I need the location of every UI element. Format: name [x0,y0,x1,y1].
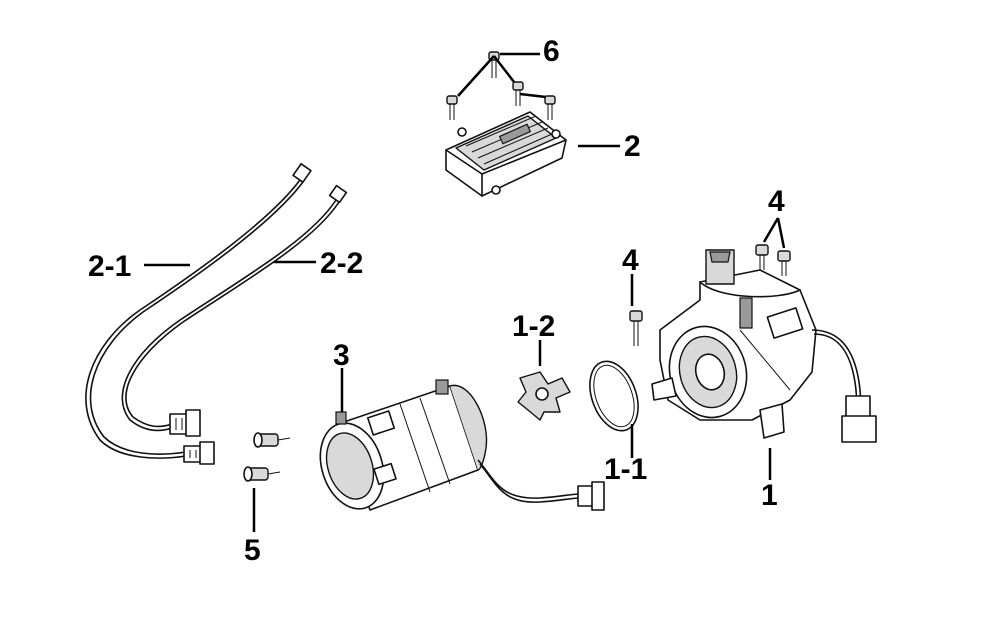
label-harness-2-2: 2-2 [320,247,363,280]
coupler [517,340,571,421]
label-coupler: 1-2 [512,310,555,343]
label-harness-2-1: 2-1 [88,250,131,283]
gear-unit [651,249,877,480]
wire-harness-2-1 [85,163,312,465]
electric-motor [319,368,605,511]
ecu-module [445,111,620,197]
label-ecu-bolts: 6 [543,35,560,68]
label-grommets: 5 [244,534,261,567]
grommets [243,432,291,532]
label-motor: 3 [333,339,350,372]
wire-harness-2-2 [121,184,348,437]
gear-unit-bolts [629,217,791,346]
o-ring [589,360,639,458]
label-bolt-single: 4 [622,244,639,277]
label-ecu: 2 [624,130,641,163]
label-gear-unit: 1 [761,479,778,512]
ecu-bolts [446,51,556,120]
label-o-ring: 1-1 [604,453,647,486]
label-bolt-pair: 4 [768,185,785,218]
